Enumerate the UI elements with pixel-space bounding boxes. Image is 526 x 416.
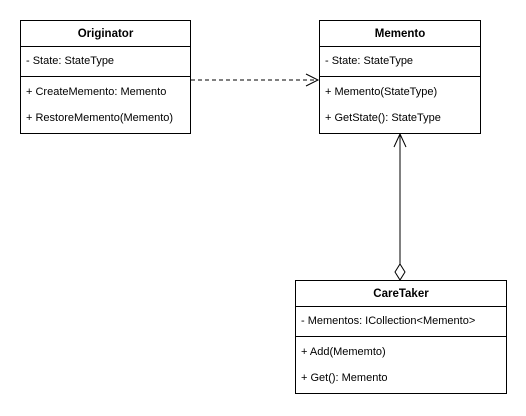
aggregation-diamond xyxy=(394,263,406,281)
aggregation-arrowhead xyxy=(393,132,407,148)
dependency-arrowhead xyxy=(305,73,320,87)
memento-attributes: - State: StateType xyxy=(320,47,480,77)
originator-attributes: - State: StateType xyxy=(21,47,190,77)
originator-operation-restore-memento: + RestoreMemento(Memento) xyxy=(26,112,174,124)
memento-operation-get-state: + GetState(): StateType xyxy=(325,112,441,124)
caretaker-class-name: CareTaker xyxy=(296,281,506,307)
caretaker-attribute-mementos: - Mementos: ICollection<Memento> xyxy=(301,315,476,327)
caretaker-attributes: - Mementos: ICollection<Memento> xyxy=(296,307,506,337)
caretaker-operation-add: + Add(Mememto) xyxy=(301,346,386,358)
originator-operation-create-memento: + CreateMemento: Memento xyxy=(26,86,167,98)
memento-class-name: Memento xyxy=(320,21,480,47)
memento-attribute-state: - State: StateType xyxy=(325,55,414,67)
caretaker-operations: + Add(Mememto) + Get(): Memento xyxy=(296,337,506,391)
memento-operation-constructor: + Memento(StateType) xyxy=(325,86,438,98)
caretaker-class: CareTaker - Mementos: ICollection<Mement… xyxy=(295,280,507,394)
memento-class: Memento - State: StateType + Memento(Sta… xyxy=(319,20,481,134)
originator-class-name: Originator xyxy=(21,21,190,47)
originator-class: Originator - State: StateType + CreateMe… xyxy=(20,20,191,134)
caretaker-operation-get: + Get(): Memento xyxy=(301,372,388,384)
originator-operations: + CreateMemento: Memento + RestoreMement… xyxy=(21,77,190,131)
memento-operations: + Memento(StateType) + GetState(): State… xyxy=(320,77,480,131)
originator-attribute-state: - State: StateType xyxy=(26,55,115,67)
